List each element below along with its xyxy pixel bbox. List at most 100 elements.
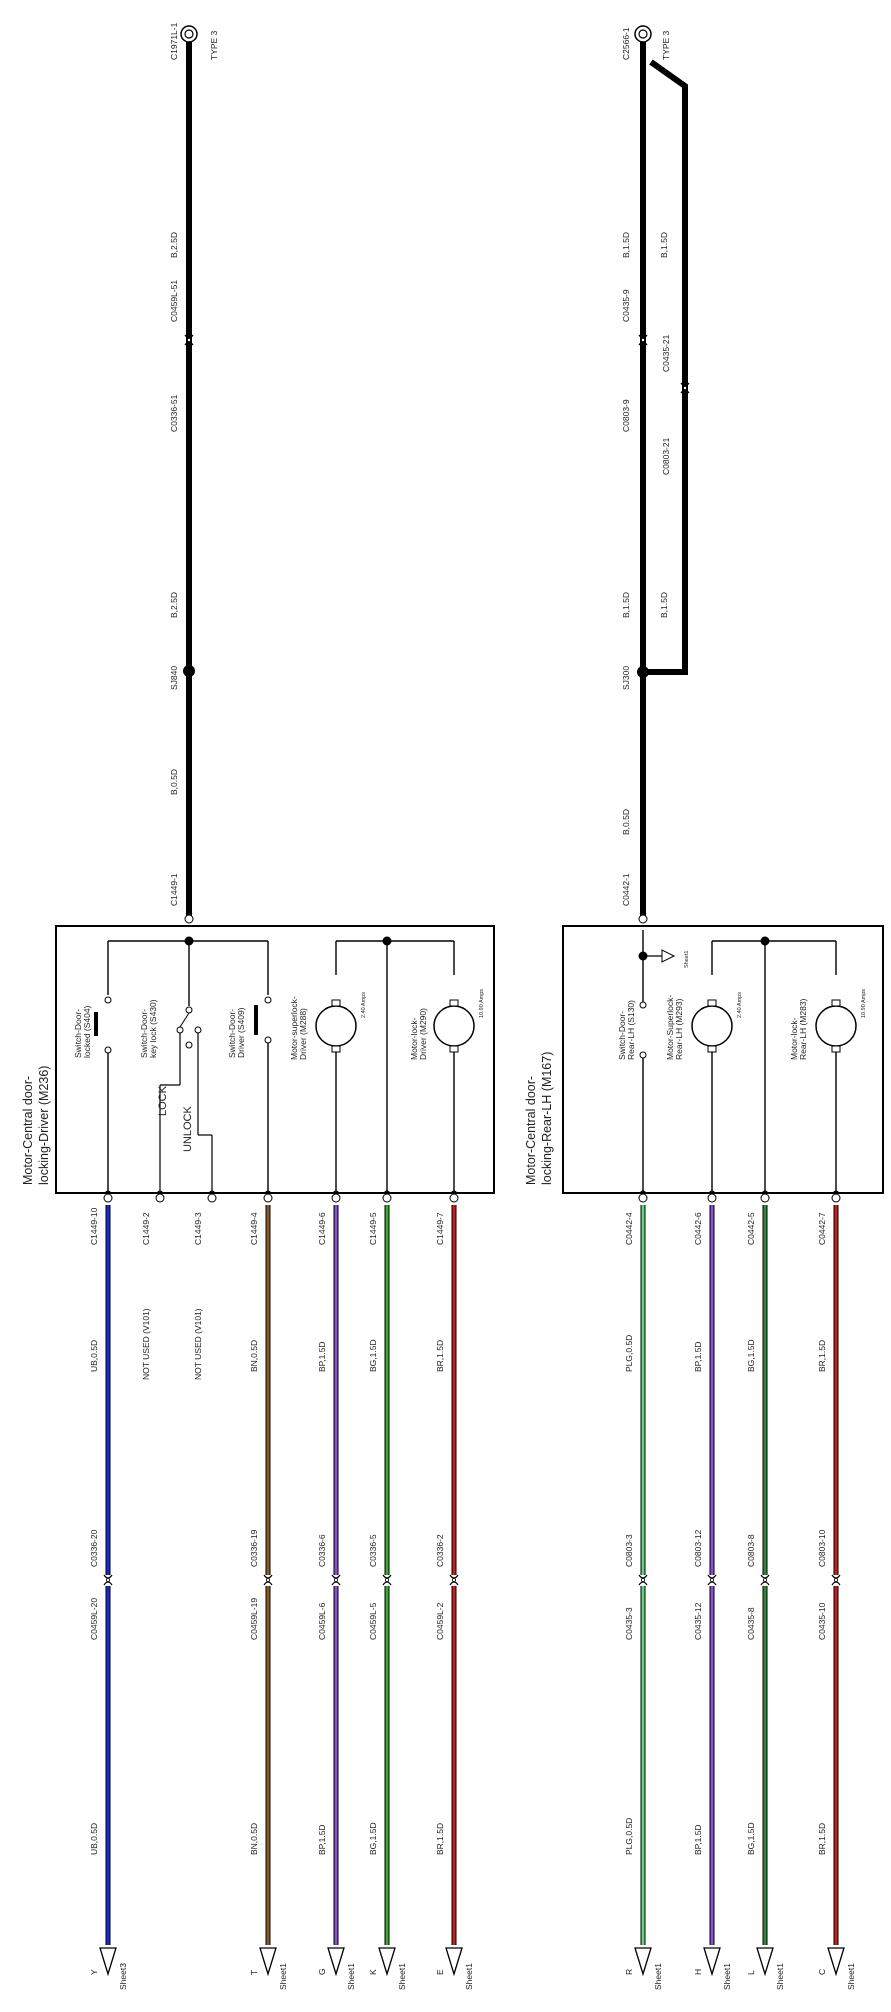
- pin-terminal-C1449-5-cap: [383, 1190, 391, 1194]
- wire-label-4-a: BP,1.5D: [317, 1341, 327, 1372]
- motor-m290-brush-top: [449, 999, 459, 1007]
- pin-label-3: C1449-4: [249, 1212, 259, 1245]
- ground-wire-label-rear-5: B,0.5D: [621, 809, 631, 835]
- ground-connector-from-rear-2: C0803-21: [661, 437, 671, 475]
- sheet-label-4: Sheet1: [346, 1963, 356, 1990]
- pin-label-rear-3: C0442-7: [817, 1212, 827, 1245]
- ground-type-driver: TYPE 3: [209, 30, 219, 60]
- joint-right-label-rear-2: C0803-8: [746, 1534, 756, 1567]
- motor-m288-brush-top: [331, 999, 341, 1007]
- dest-label-6: E: [435, 1969, 445, 1975]
- wire-label-5-a: BG,1.5D: [368, 1339, 378, 1372]
- pin-label-rear-2: C0442-5: [746, 1212, 756, 1245]
- switch-contact-s430-a: [185, 1006, 193, 1014]
- dest-label-5: K: [368, 1969, 378, 1975]
- ground-wire-label-rear-1: B,1.5D: [621, 232, 631, 258]
- joint-right-label-0: C0336-20: [89, 1529, 99, 1567]
- dest-label-rear-0: R: [624, 1968, 634, 1975]
- sheet-label-6: Sheet1: [464, 1963, 474, 1990]
- switch-contact-s409-b: [264, 1036, 272, 1044]
- sheet-label-rear-3: Sheet1: [846, 1963, 856, 1990]
- ground-terminal-driver-inner: [184, 29, 194, 39]
- pin-terminal-C1449-2-cap: [156, 1190, 164, 1194]
- inline-connector-0-upper: [103, 1574, 113, 1579]
- joint-left-label-rear-1: C0435-12: [693, 1602, 703, 1640]
- switch-position-unlock: UNLOCK: [182, 1106, 194, 1152]
- motor-rating-m290: 10.90 Amps: [479, 988, 485, 1018]
- inline-connector-5-pin: [384, 1578, 389, 1583]
- motor-m290: [433, 1005, 475, 1047]
- ground-connector-from-rear-1: C0803-9: [621, 399, 631, 432]
- wire-label-rear-0-a: PLG,0.5D: [624, 1334, 634, 1372]
- pin-terminal-C1449-4: [263, 1193, 273, 1203]
- pin-label-2: C1449-3: [193, 1212, 203, 1245]
- ground-wire-label-rear-2: B,1.5D: [659, 232, 669, 258]
- sheet-arrow-rear-3: [827, 1947, 845, 1977]
- sheet-arrow-rear-0: [634, 1947, 652, 1977]
- inline-connector-6-pin: [451, 1578, 456, 1583]
- inline-connector-4-lower: [331, 1581, 341, 1586]
- wire-label-rear-0-b: PLG,0.5D: [624, 1817, 634, 1855]
- not-used-label-2: NOT USED (V101): [193, 1308, 203, 1380]
- motor-m288-brush-bottom: [331, 1045, 341, 1053]
- component-label-s404-2: locked (S404): [82, 1005, 92, 1058]
- component-label-m288-2: Driver (M288): [298, 1008, 308, 1060]
- motor-m293: [691, 1005, 733, 1047]
- pin-terminal-C1449-6-cap: [332, 1190, 340, 1194]
- motor-rating-m283: 10.90 Amps: [861, 988, 867, 1018]
- joint-left-label-4: C0459L-6: [317, 1602, 327, 1640]
- pin-terminal-C0442-5: [760, 1193, 770, 1203]
- component-label-s430-2: key lock (S430): [148, 999, 158, 1058]
- inline-connector-5-lower: [382, 1581, 392, 1586]
- joint-right-label-6: C0336-2: [435, 1534, 445, 1567]
- pin-label-rear-0: C0442-4: [624, 1212, 634, 1245]
- dest-label-3: T: [249, 1969, 259, 1975]
- component-label-s409-2: Driver (S409): [236, 1007, 246, 1058]
- splice-joint-rear: [637, 666, 649, 678]
- switch-contact-s130-a: [639, 1001, 647, 1009]
- joint-left-label-3: C0459L-19: [249, 1597, 259, 1640]
- pin-terminal-C0442-4: [638, 1193, 648, 1203]
- switch-contact-s404-a: [104, 996, 112, 1004]
- sheet-label-0: Sheet3: [118, 1963, 128, 1990]
- not-used-label-1: NOT USED (V101): [141, 1308, 151, 1380]
- switch-position-lock: LOCK: [157, 1086, 169, 1116]
- wire-label-3-b: BN,0.5D: [249, 1822, 259, 1855]
- dest-label-rear-2: L: [746, 1970, 756, 1975]
- inline-connector-rear-3-pin: [834, 1578, 839, 1583]
- component-label-m283-2: Rear-LH (M283): [798, 998, 808, 1060]
- sheet-arrow-0: [99, 1947, 117, 1977]
- module-title-driver: Motor-Central door-: [21, 1075, 35, 1185]
- pin-label-1: C1449-2: [141, 1212, 151, 1245]
- switch-contact-s404-b: [104, 1046, 112, 1054]
- motor-rating-m293: 2.40 Amps: [737, 992, 743, 1018]
- ground-wire-label-driver-3: B,0.5D: [169, 769, 179, 795]
- ground-wire-label-driver-1: B,2.5D: [169, 232, 179, 258]
- switch-contact-s430-b: [176, 1026, 184, 1034]
- inline-connector-0-lower: [103, 1581, 113, 1586]
- dest-label-4: G: [317, 1968, 327, 1975]
- motor-m290-brush-bottom: [449, 1045, 459, 1053]
- module-title-driver-2: locking-Driver (M236): [37, 1065, 51, 1185]
- sheet-label-rear-2: Sheet1: [775, 1963, 785, 1990]
- wire-label-5-b: BG,1.5D: [368, 1822, 378, 1855]
- pin-terminal-C0442-5-cap: [761, 1190, 769, 1194]
- pin-terminal-C0442-7-cap: [832, 1190, 840, 1194]
- ground-terminal-rear-inner: [638, 29, 648, 39]
- ground-wire-label-rear-3: B,1.5D: [621, 592, 631, 618]
- internal-ref-arrow: [661, 949, 676, 963]
- inline-connector-rear-1-pin: [710, 1578, 715, 1583]
- inline-connector-3-upper: [263, 1574, 273, 1579]
- pin-label-rear-1: C0442-6: [693, 1212, 703, 1245]
- inline-connector-rear-1-upper: [707, 1574, 717, 1579]
- pin-label-0: C1449-10: [89, 1207, 99, 1245]
- inline-connector-5-upper: [382, 1574, 392, 1579]
- module-box-rear: [562, 925, 884, 1194]
- dest-label-0: Y: [89, 1969, 99, 1975]
- pin-terminal-C1449-7: [449, 1193, 459, 1203]
- joint-right-label-5: C0336-5: [368, 1534, 378, 1567]
- inline-connector-rear-0-pin: [641, 1578, 646, 1583]
- inline-connector-6-lower: [449, 1581, 459, 1586]
- wire-label-rear-1-a: BP,1.5D: [693, 1341, 703, 1372]
- sheet-label-3: Sheet1: [278, 1963, 288, 1990]
